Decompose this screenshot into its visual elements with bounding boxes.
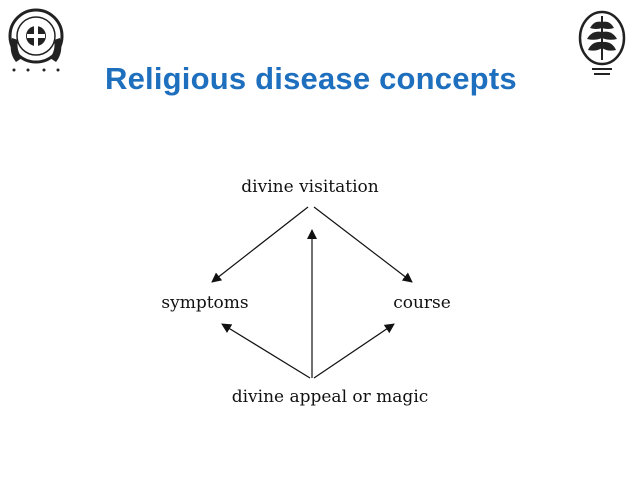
- disease-concept-diagram: divine visitation symptoms course divine…: [161, 177, 451, 407]
- node-course: course: [393, 293, 451, 313]
- arrow-appeal-to-symptoms: [221, 323, 311, 379]
- arrow-visitation-to-course: [313, 206, 413, 283]
- node-divine-appeal-or-magic: divine appeal or magic: [232, 387, 429, 407]
- institute-emblem-icon: [8, 8, 64, 72]
- node-symptoms: symptoms: [161, 293, 248, 313]
- slide-title: Religious disease concepts: [105, 60, 517, 96]
- arrow-visitation-to-symptoms: [211, 206, 309, 283]
- wheat-emblem-icon: [578, 10, 626, 75]
- node-divine-visitation: divine visitation: [241, 177, 378, 197]
- arrow-appeal-to-course: [313, 323, 395, 379]
